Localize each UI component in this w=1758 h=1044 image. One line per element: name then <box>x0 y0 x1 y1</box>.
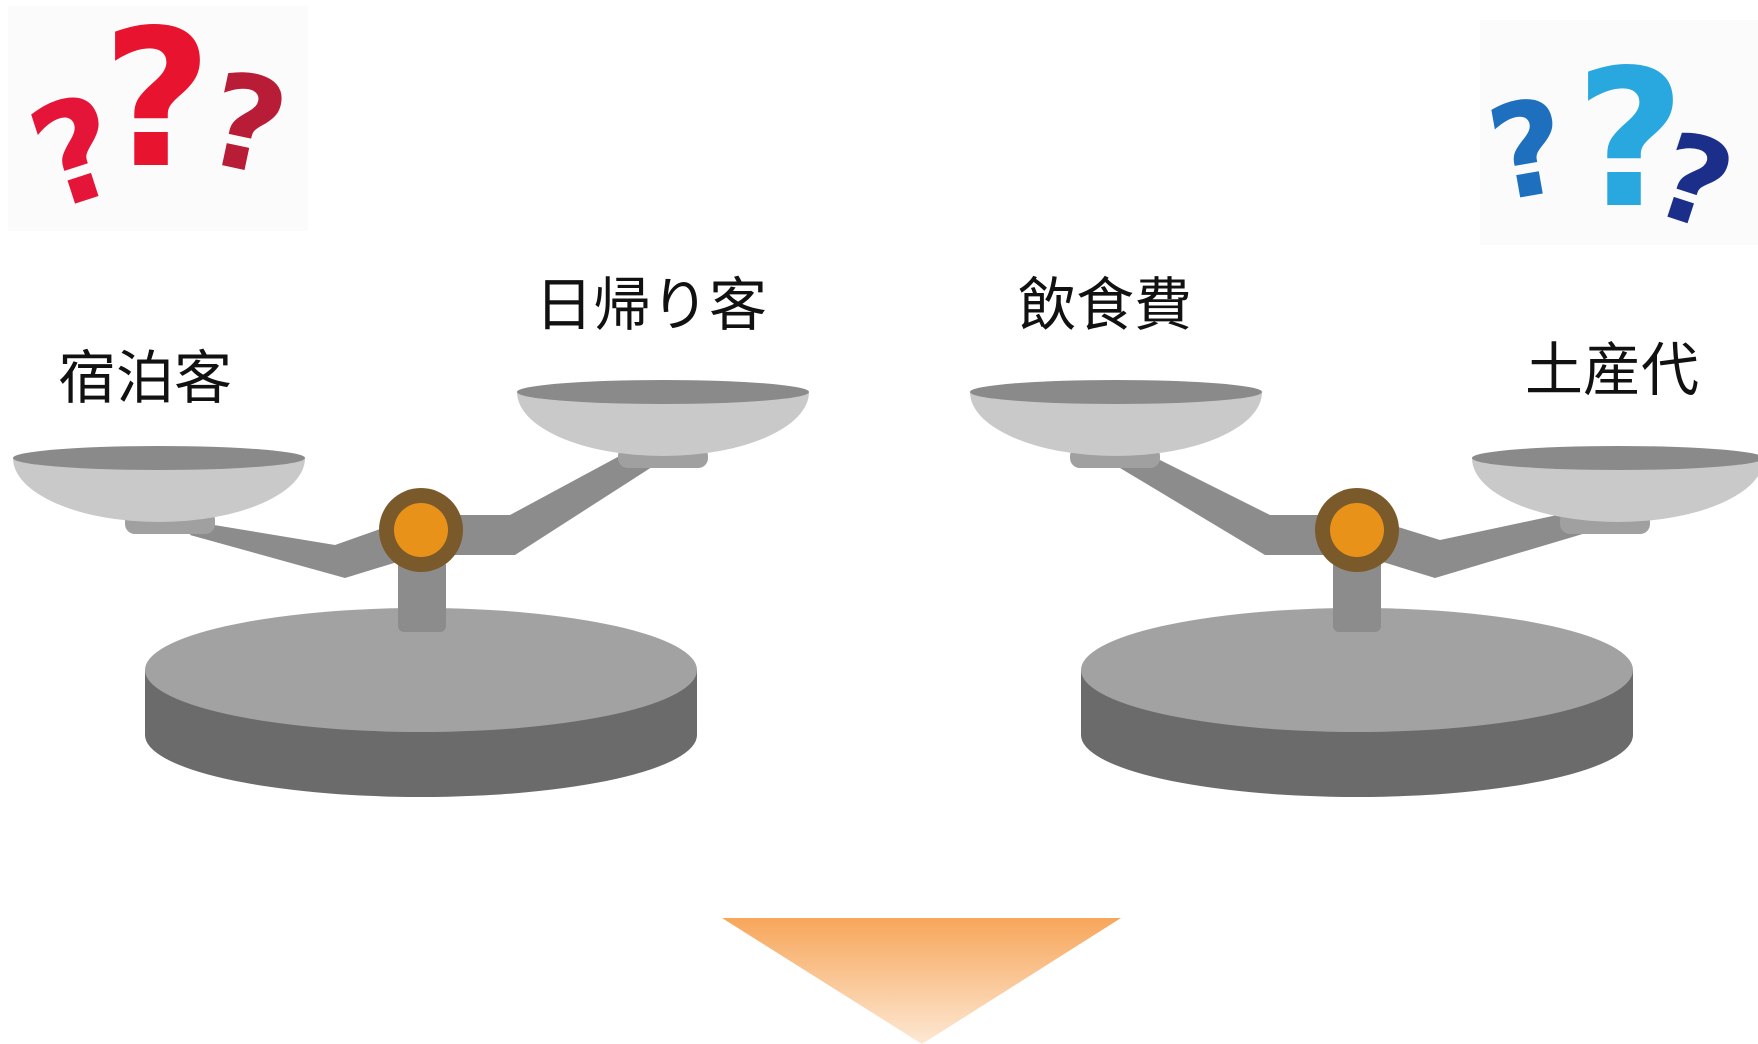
right-scale-high-pan <box>970 380 1262 468</box>
right-scale-post <box>1333 560 1381 632</box>
question-marks-red-icon: ? ? ? <box>8 0 308 243</box>
down-arrow-icon <box>722 918 1121 1044</box>
right-scale-low-pan <box>1472 446 1758 534</box>
left-scale-beam <box>190 445 655 578</box>
right-scale-beam <box>1115 445 1596 578</box>
right-scale-pivot <box>1315 488 1399 572</box>
right-balance-scale: 飲食費 土産代 <box>970 271 1758 797</box>
svg-text:?: ? <box>102 0 212 210</box>
left-scale-post <box>398 560 446 632</box>
right-scale-base <box>1081 608 1633 797</box>
question-marks-blue-icon: ? ? ? <box>1477 20 1758 260</box>
left-scale-pivot <box>379 488 463 572</box>
left-balance-scale: 宿泊客 日帰り客 <box>13 271 809 797</box>
svg-text:?: ? <box>1575 29 1685 250</box>
right-scale-high-pan-label: 飲食費 <box>1018 271 1192 339</box>
left-scale-base <box>145 608 697 797</box>
left-scale-low-pan <box>13 446 305 534</box>
left-scale-high-pan-label: 日帰り客 <box>535 271 767 339</box>
left-scale-low-pan-label: 宿泊客 <box>58 344 232 412</box>
right-scale-low-pan-label: 土産代 <box>1525 336 1699 404</box>
left-scale-high-pan <box>517 380 809 468</box>
